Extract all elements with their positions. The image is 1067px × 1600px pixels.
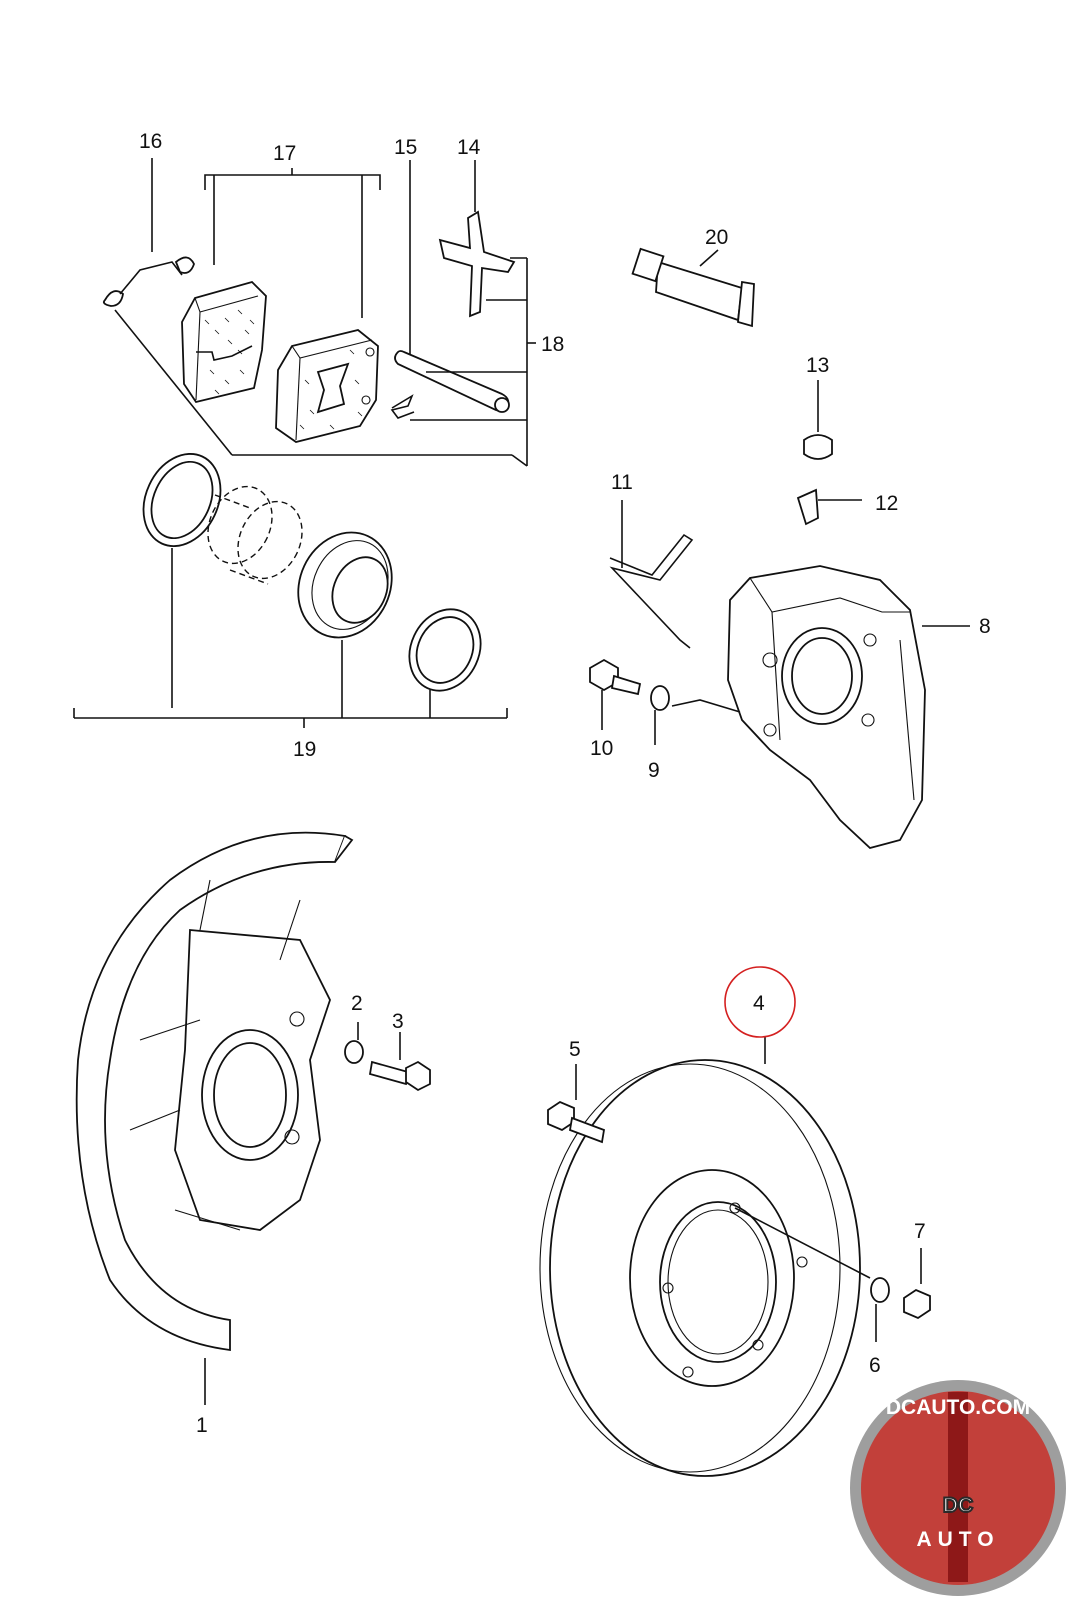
callout-15: 15 xyxy=(394,136,417,159)
callout-3: 3 xyxy=(392,1010,404,1033)
caliper-seal-kit xyxy=(73,453,508,728)
logo-mark: DC xyxy=(943,1494,973,1517)
callout-19: 19 xyxy=(293,738,316,761)
highlight-circle xyxy=(724,966,796,1038)
callout-4: 4 xyxy=(753,992,765,1015)
callout-6: 6 xyxy=(869,1354,881,1377)
callout-2: 2 xyxy=(351,992,363,1015)
callout-11: 11 xyxy=(611,471,633,494)
splash-shield xyxy=(75,831,431,1405)
logo-site-text: DCAUTO.COM xyxy=(886,1396,1030,1419)
callout-1: 1 xyxy=(196,1414,208,1437)
callout-9: 9 xyxy=(648,759,660,782)
callout-14: 14 xyxy=(457,136,481,159)
callout-13: 13 xyxy=(806,354,829,377)
callout-18: 18 xyxy=(541,333,564,356)
logo-sub-text: AUTO xyxy=(916,1528,999,1551)
callout-8: 8 xyxy=(979,615,991,638)
dc-auto-logo: DCAUTO.COM DC AUTO xyxy=(850,1380,1066,1596)
callout-16: 16 xyxy=(139,130,162,153)
callout-17: 17 xyxy=(273,142,296,165)
callout-12: 12 xyxy=(875,492,898,515)
callout-labels: 1 2 3 4 5 6 7 8 9 10 11 12 13 14 15 16 1… xyxy=(139,130,991,1437)
callout-10: 10 xyxy=(590,737,613,760)
callout-7: 7 xyxy=(914,1220,926,1243)
caliper-assembly xyxy=(589,247,970,849)
brake-disc xyxy=(539,1036,931,1477)
callout-20: 20 xyxy=(705,226,728,249)
callout-5: 5 xyxy=(569,1038,581,1061)
brake-pad-assembly xyxy=(102,158,536,467)
